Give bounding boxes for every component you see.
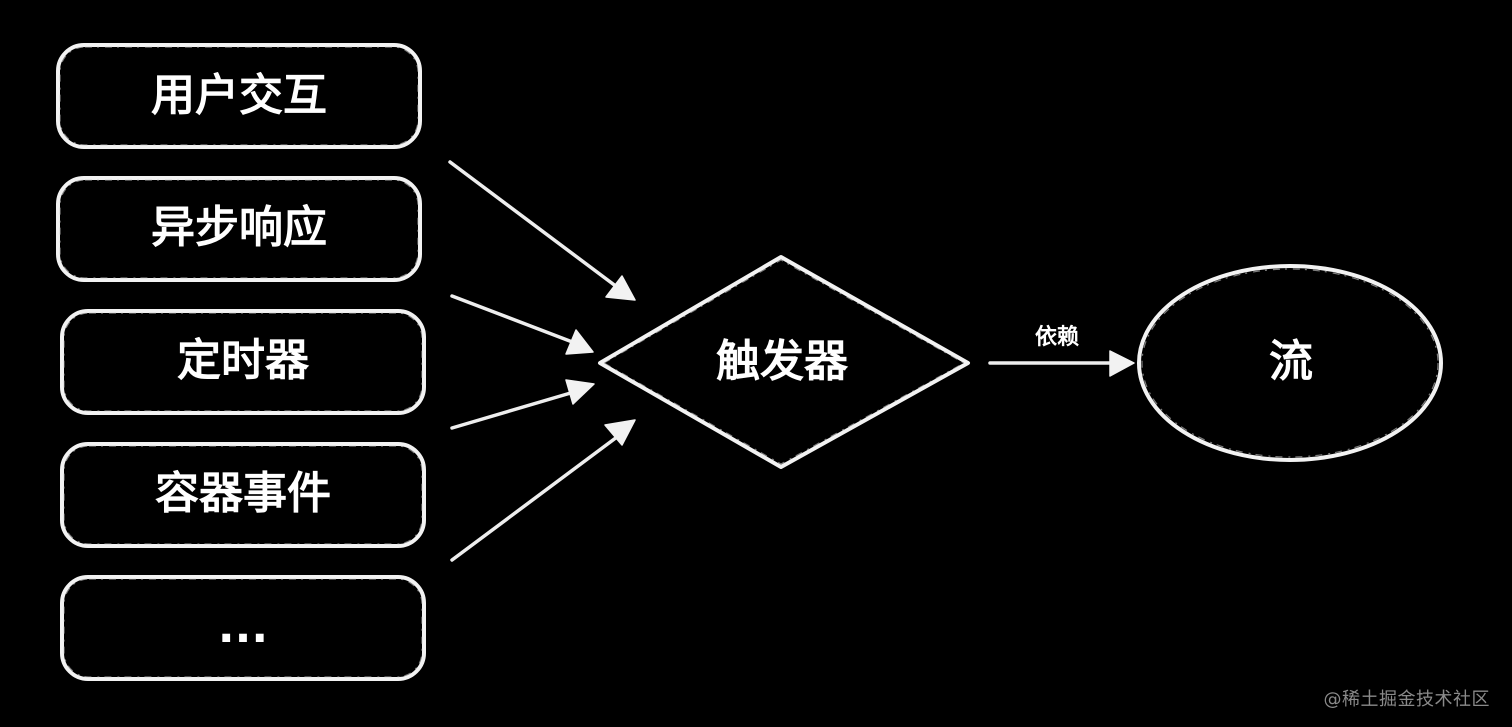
stream-label: 流 xyxy=(1269,336,1313,387)
watermark-text: @稀土掘金技术社区 xyxy=(1323,689,1490,710)
arrow-source-1 xyxy=(448,160,636,301)
source-box-user-interaction: 用户交互 xyxy=(56,43,422,149)
source-label: 定时器 xyxy=(177,335,310,386)
source-label: ... xyxy=(218,602,268,653)
source-box-timer: 定时器 xyxy=(60,309,426,415)
source-box-container-event: 容器事件 xyxy=(60,442,426,548)
arrow-source-3 xyxy=(450,379,595,430)
source-label: 用户交互 xyxy=(151,70,327,121)
stream-node: 流 xyxy=(1137,264,1443,462)
arrow-source-2 xyxy=(450,294,594,355)
trigger-node: 触发器 xyxy=(598,255,970,469)
trigger-label: 触发器 xyxy=(716,336,849,387)
source-label: 异步响应 xyxy=(151,202,327,253)
dependency-edge: 依赖 xyxy=(988,324,1135,377)
arrow-source-4 xyxy=(450,419,636,562)
source-box-more: ... xyxy=(60,575,426,681)
dependency-label: 依赖 xyxy=(1035,324,1079,350)
source-box-async-response: 异步响应 xyxy=(56,176,422,282)
source-label: 容器事件 xyxy=(155,468,331,519)
